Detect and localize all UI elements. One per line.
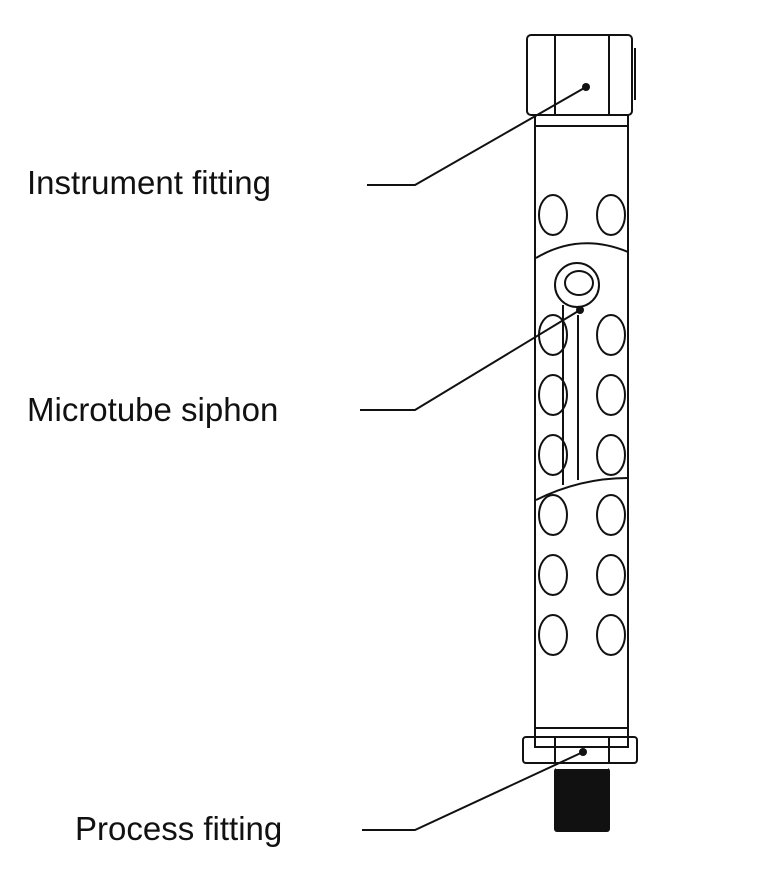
leader-instrument [367,86,587,186]
vent-hole [596,314,626,356]
vent-hole [596,554,626,596]
process-fitting-hex [522,736,638,764]
vent-hole [538,554,568,596]
label-instrument-fitting: Instrument fitting [27,164,271,201]
process-fitting-thread [554,768,610,832]
label-process-fitting: Process fitting [75,810,283,847]
microtube-coil [535,242,629,501]
siphon-body [534,114,629,748]
vent-hole [596,434,626,476]
leader-siphon [360,309,581,411]
instrument-fitting-hex [526,34,636,116]
label-microtube-siphon: Microtube siphon [27,391,279,428]
vent-hole [596,374,626,416]
vent-hole [538,374,568,416]
vent-hole [538,434,568,476]
vent-holes [538,194,626,656]
vent-hole [538,494,568,536]
vent-hole [596,614,626,656]
leader-dot-siphon [576,306,584,314]
leader-dot-instrument [582,83,590,91]
vent-hole [538,614,568,656]
vent-hole [596,194,626,236]
leader-process [362,751,584,831]
leader-dot-process [579,748,587,756]
vent-hole [596,494,626,536]
vent-hole [538,194,568,236]
